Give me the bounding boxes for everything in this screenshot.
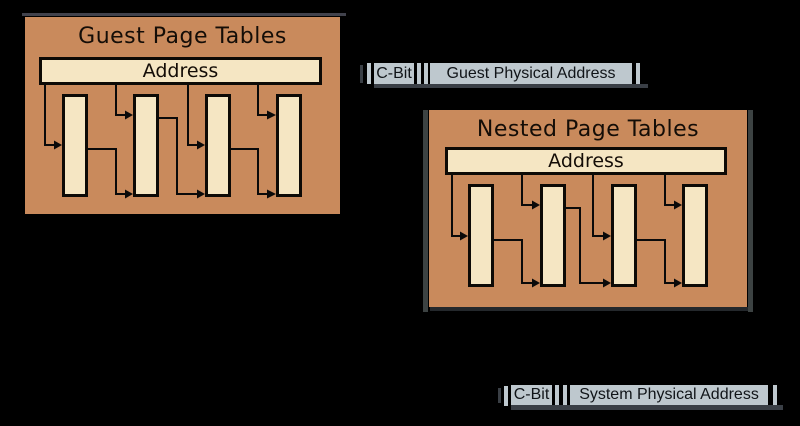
gpa-row-shadow [374,84,648,88]
system-physical-address-box: System Physical Address [570,385,768,405]
nested-table-level-2 [540,184,566,287]
guest-box-top-shadow [22,13,346,16]
spa-cbit-box: C-Bit [511,385,552,405]
guest-table-level-1 [62,94,88,197]
nested-page-tables-box: Nested Page Tables Address [429,110,747,307]
guest-physical-address-box: Guest Physical Address [430,63,632,84]
nested-box-bottom-shadow [430,307,748,311]
nested-page-tables-title: Nested Page Tables [476,117,700,142]
nested-box-right-shadow [748,110,753,312]
gpa-row-tick-3 [424,63,428,84]
nested-table-level-3 [611,184,637,287]
nested-box-left-shadow [423,110,428,312]
gpa-cbit-box: C-Bit [374,63,414,84]
spa-row-tick-3 [563,385,567,405]
spa-row-tick-2 [555,385,559,405]
guest-table-level-4 [276,94,302,197]
spa-row-dim-tick [498,388,501,403]
spa-row-shadow [511,405,783,410]
guest-address-label: Address [142,60,219,82]
nested-table-level-4 [682,184,708,287]
guest-page-tables-title: Guest Page Tables [78,24,287,49]
guest-table-level-3 [205,94,231,197]
gpa-row-tick-4 [636,63,640,84]
nested-table-level-1 [468,184,494,287]
nested-address-bar: Address [445,147,727,175]
gpa-row-dim-tick [360,65,363,83]
guest-address-bar: Address [39,57,322,85]
guest-table-level-2 [133,94,159,197]
guest-page-tables-box: Guest Page Tables Address [25,17,340,214]
spa-row-tick-4 [773,385,777,405]
gpa-row-tick-1 [367,63,371,84]
gpa-row-tick-2 [417,63,421,84]
spa-row-tick-1 [504,386,508,406]
nested-address-label: Address [548,150,624,172]
